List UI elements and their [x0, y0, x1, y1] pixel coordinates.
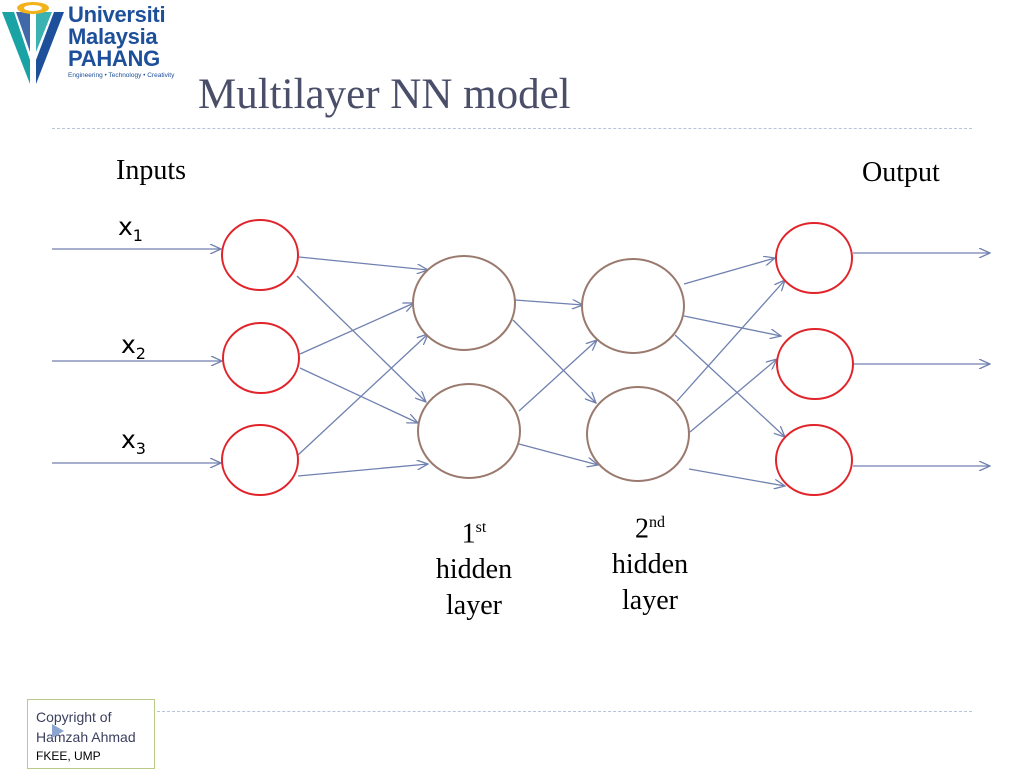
- edge-i1-h1b: [296, 275, 426, 402]
- edge-h2b-o3: [688, 468, 785, 486]
- edge-h2a-o1: [683, 258, 775, 285]
- edge-i2-h1b: [299, 367, 418, 423]
- hidden2-node-2: [586, 386, 690, 482]
- edge-i1-h1a: [298, 256, 428, 270]
- input-label-x3: x3: [121, 425, 146, 458]
- logo-tagline: Engineering • Technology • Creativity: [68, 72, 175, 79]
- edge-i3-h1a: [297, 334, 428, 456]
- hidden2-node-1: [581, 258, 685, 354]
- input-label-x2: x2: [121, 330, 146, 363]
- edge-i3-h1b: [297, 464, 428, 477]
- output-node-3: [775, 424, 853, 496]
- edge-h2b-o1: [676, 280, 785, 402]
- hidden-layer-1-label: 1st hidden layer: [435, 518, 513, 622]
- copyright-affiliation: FKEE, UMP: [36, 749, 101, 763]
- university-logo: Universiti Malaysia PAHANG Engineering •…: [0, 0, 190, 92]
- input-label-x1: x1: [118, 212, 143, 245]
- logo-line-1: Universiti: [68, 2, 166, 27]
- play-icon[interactable]: [52, 724, 64, 738]
- edge-h1b-h2b: [518, 443, 598, 465]
- hidden1-node-1: [412, 255, 516, 351]
- input-node-3: [221, 424, 299, 496]
- edge-i2-h1a: [299, 303, 414, 355]
- output-label: Output: [862, 157, 940, 188]
- top-divider: [52, 128, 972, 129]
- output-node-1: [775, 222, 853, 294]
- edge-h1a-h2b: [512, 319, 596, 403]
- edge-h2a-o2: [683, 315, 781, 336]
- input-node-2: [222, 322, 300, 394]
- edge-h2a-o3: [674, 334, 785, 437]
- copyright-box: Copyright of Hamzah Ahmad FKEE, UMP: [27, 699, 155, 769]
- inputs-label: Inputs: [116, 155, 186, 186]
- hidden-layer-2-label: 2nd hidden layer: [611, 513, 689, 617]
- ump-crest-icon: [2, 2, 64, 84]
- slide-title: Multilayer NN model: [198, 71, 571, 118]
- input-node-1: [221, 219, 299, 291]
- bottom-divider: [157, 711, 972, 712]
- edge-h1a-h2a: [514, 300, 583, 305]
- logo-line-2: Malaysia: [68, 24, 158, 49]
- edge-h1b-h2a: [518, 340, 597, 412]
- output-node-2: [776, 328, 854, 400]
- hidden1-node-2: [417, 383, 521, 479]
- edge-h2b-o2: [689, 359, 777, 433]
- copyright-line-1: Copyright of: [36, 709, 112, 725]
- logo-line-3: PAHANG: [68, 46, 160, 71]
